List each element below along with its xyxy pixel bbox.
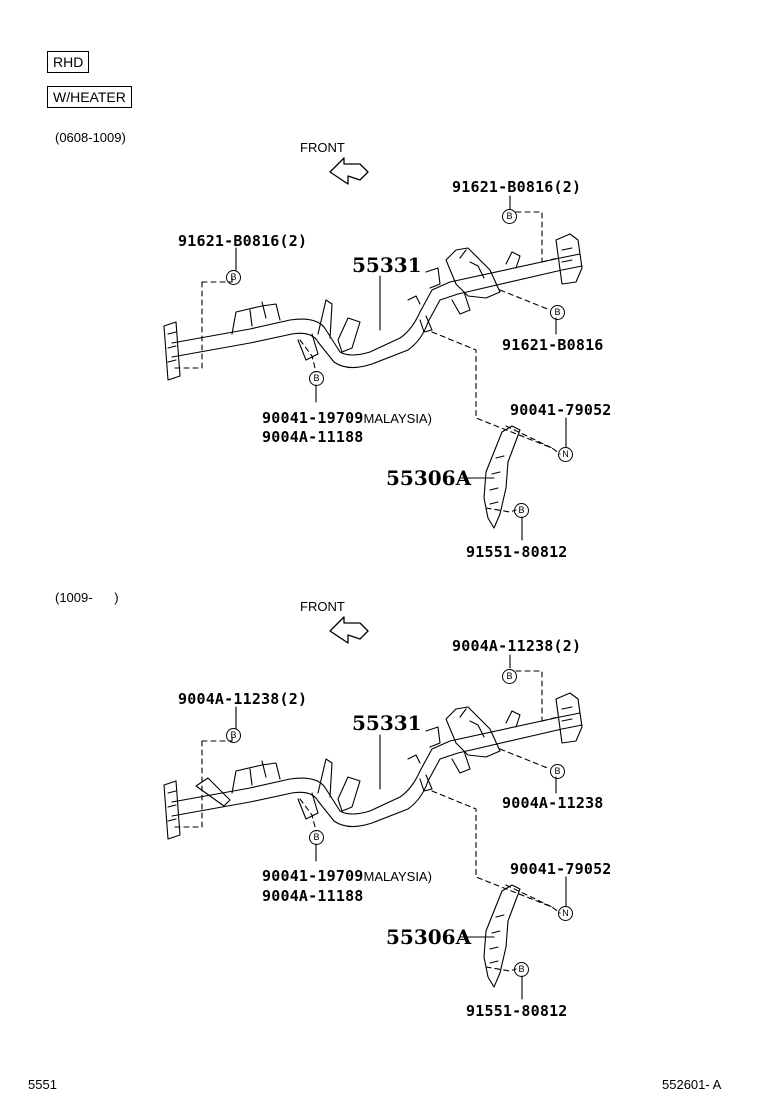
callout-reinforcement-1[interactable]: 55331 xyxy=(352,253,422,277)
callout-bolt-upper-right-2[interactable]: 9004A-11238(2) xyxy=(452,637,582,655)
bolt-marker-b: B xyxy=(550,764,565,779)
bolt-marker-b: B xyxy=(550,305,565,320)
assembly-diagram-2 xyxy=(163,616,583,1000)
bolt-marker-b: B xyxy=(226,270,241,285)
front-label-1: FRONT xyxy=(300,140,345,155)
footer-right-code: 552601- A xyxy=(662,1077,722,1092)
callout-nut-right-1[interactable]: 90041-79052 xyxy=(510,401,612,419)
callout-screw-left-1[interactable]: 90041-19709MALAYSIA) xyxy=(262,409,432,427)
callout-bolt-upper-left-1[interactable]: 91621-B0816(2) xyxy=(178,232,308,250)
heater-tag: W/HEATER xyxy=(47,86,132,108)
assembly-diagram-1 xyxy=(163,157,583,541)
callout-screw-left-alt-1[interactable]: 9004A-11188 xyxy=(262,428,364,446)
callout-bolt-right-1[interactable]: 91621-B0816 xyxy=(502,336,604,354)
callout-bolt-upper-left-2[interactable]: 9004A-11238(2) xyxy=(178,690,308,708)
nut-marker-n: N xyxy=(558,447,573,462)
callout-nut-right-2[interactable]: 90041-79052 xyxy=(510,860,612,878)
callout-bolt-right-2[interactable]: 9004A-11238 xyxy=(502,794,604,812)
callout-reinforcement-2[interactable]: 55331 xyxy=(352,711,422,735)
bolt-marker-b: B xyxy=(502,209,517,224)
date-range-2: (1009- ) xyxy=(55,590,119,605)
callout-screw-left-2[interactable]: 90041-19709MALAYSIA) xyxy=(262,867,432,885)
callout-screw-left-alt-2[interactable]: 9004A-11188 xyxy=(262,887,364,905)
callout-brace-2[interactable]: 55306A xyxy=(386,925,472,949)
rhd-tag: RHD xyxy=(47,51,90,73)
bolt-marker-b: B xyxy=(502,669,517,684)
front-label-2: FRONT xyxy=(300,599,345,614)
bolt-marker-b: B xyxy=(226,728,241,743)
callout-bolt-lower-1[interactable]: 91551-80812 xyxy=(466,543,568,561)
footer-left-code: 5551 xyxy=(28,1077,57,1092)
nut-marker-n: N xyxy=(558,906,573,921)
callout-bolt-upper-right-1[interactable]: 91621-B0816(2) xyxy=(452,178,582,196)
callout-bolt-lower-2[interactable]: 91551-80812 xyxy=(466,1002,568,1020)
bracket-variant-icon xyxy=(195,777,231,807)
callout-brace-1[interactable]: 55306A xyxy=(386,466,472,490)
date-range-1: (0608-1009) xyxy=(55,130,126,145)
